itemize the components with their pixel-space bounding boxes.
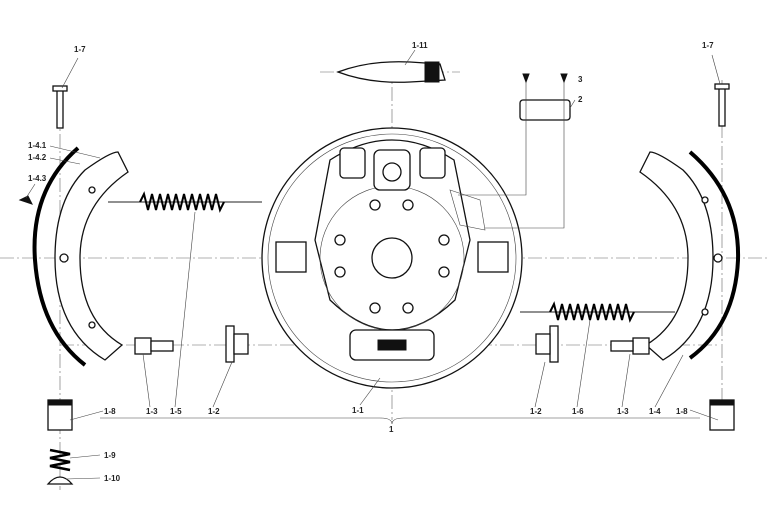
label-shoe-right: 1-4 — [649, 407, 661, 416]
label-lower-spring: 1-6 — [572, 407, 584, 416]
label-shoe-part-1: 1-4.1 — [28, 141, 47, 150]
leader-lines — [25, 49, 721, 480]
anchor-left — [225, 325, 249, 363]
pin-left — [52, 85, 68, 129]
label-assembly: 1 — [389, 425, 394, 434]
brake-shoe-left — [18, 146, 129, 367]
label-retainer: 1-10 — [104, 474, 121, 483]
label-adjuster-left: 1-3 — [146, 407, 158, 416]
screw-icon — [522, 73, 530, 84]
label-small-spring: 1-9 — [104, 451, 116, 460]
label-upper-spring: 1-5 — [170, 407, 182, 416]
leader-lines — [458, 82, 565, 229]
label-shoe-part-3: 1-4.3 — [28, 174, 47, 183]
pin-right — [714, 83, 730, 127]
adjuster-left — [134, 337, 174, 355]
assembly-bracket — [100, 417, 700, 425]
label-pin-left: 1-7 — [74, 45, 86, 54]
label-cup-left: 1-8 — [104, 407, 116, 416]
brake-shoe-right — [639, 150, 741, 361]
handbrake-lever — [336, 61, 446, 83]
label-anchor-right: 1-2 — [530, 407, 542, 416]
label-adjuster-right: 1-3 — [617, 407, 629, 416]
cup-left — [47, 399, 73, 431]
adjuster-right — [610, 337, 650, 355]
upper-spring — [108, 191, 262, 213]
label-anchor-left: 1-2 — [208, 407, 220, 416]
retainer — [46, 476, 74, 485]
lower-spring — [520, 301, 675, 323]
cup-right — [709, 399, 735, 431]
anchor-right — [535, 325, 559, 363]
label-handbrake-lever: 1-11 — [412, 41, 428, 50]
label-screw: 3 — [578, 75, 583, 84]
label-backing-plate: 1-1 — [352, 406, 364, 415]
label-cover-plate: 2 — [578, 95, 583, 104]
label-shoe-part-2: 1-4.2 — [28, 153, 47, 162]
label-cup-right: 1-8 — [676, 407, 688, 416]
cover-plate — [519, 99, 571, 121]
backing-plate — [261, 127, 523, 389]
screw-icon — [560, 73, 568, 84]
small-spring — [49, 448, 71, 472]
label-pin-right: 1-7 — [702, 41, 714, 50]
